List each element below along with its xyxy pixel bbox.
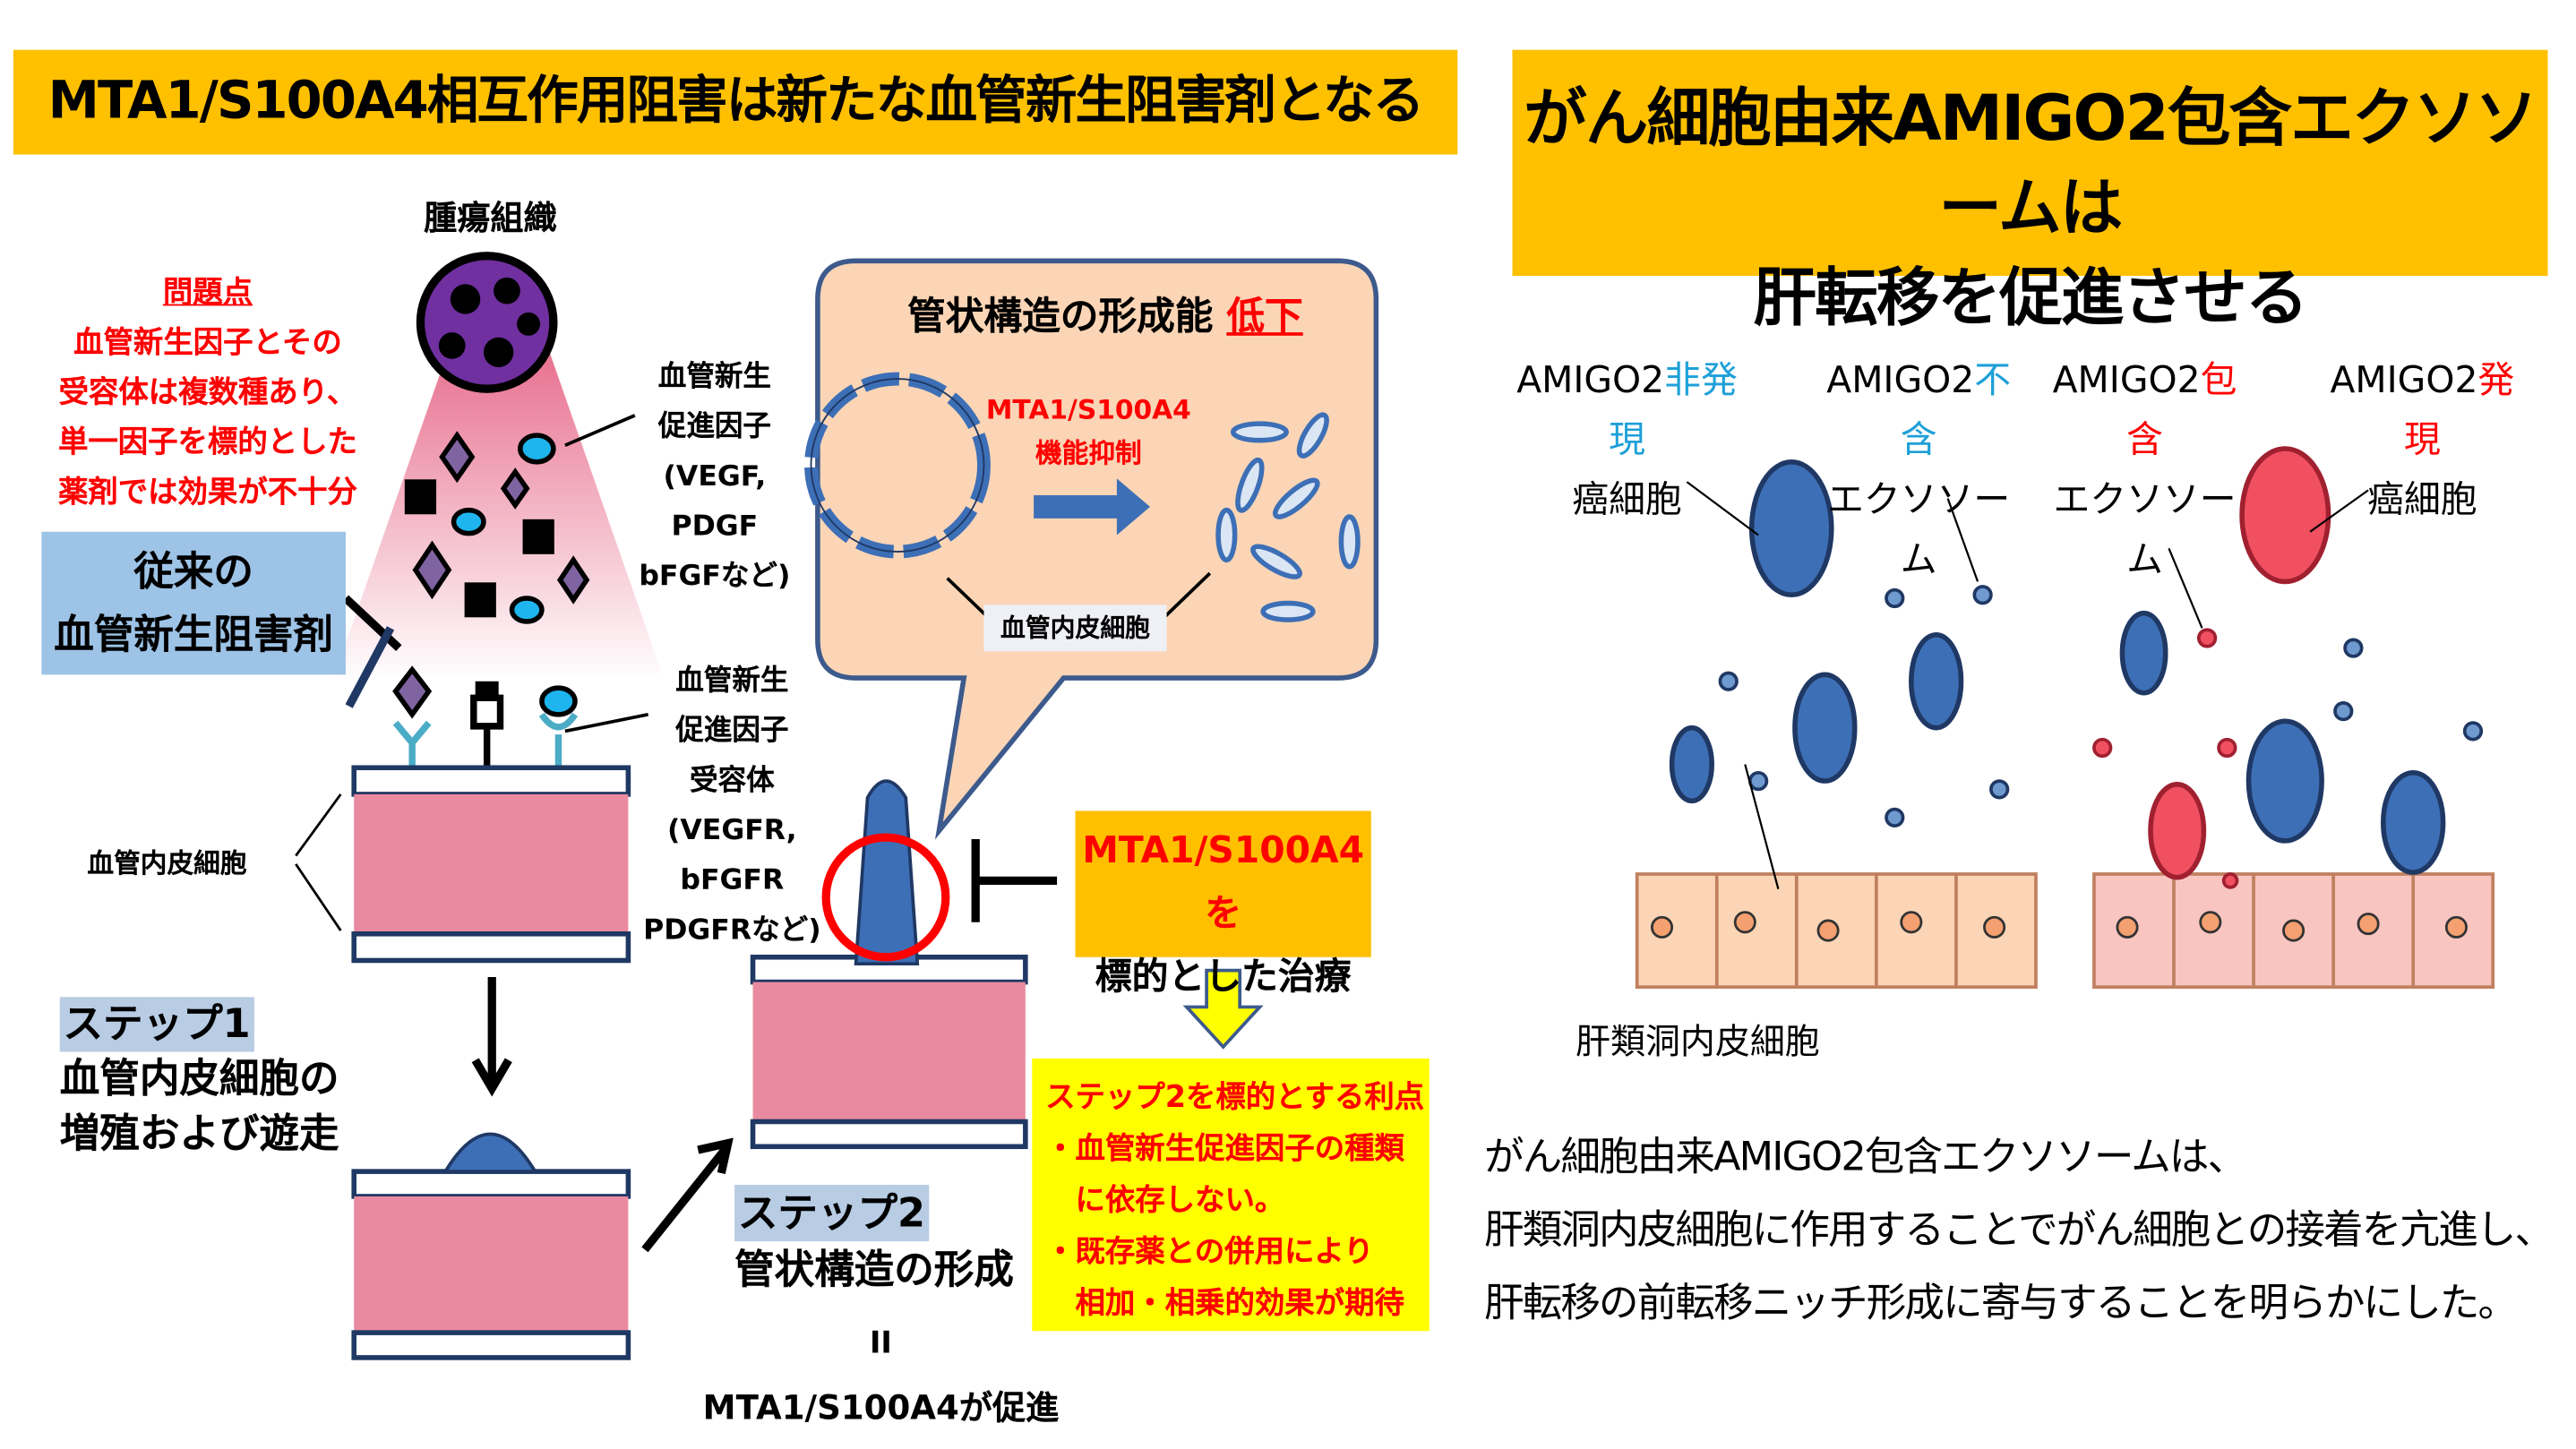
problem-line: 受容体は複数種あり、: [58, 375, 357, 411]
label-colored: 非発現: [1609, 360, 1738, 462]
step2-line: 管状構造の形成: [734, 1246, 1014, 1293]
blood-vessel-3: [750, 779, 1028, 1150]
advantage-heading: ステップ2を標的とする利点: [1045, 1080, 1425, 1116]
factor-line: 促進因子: [657, 410, 771, 444]
step1-tag: ステップ1: [59, 997, 254, 1052]
arrow-down-icon: [471, 977, 512, 1097]
summary-line: 肝類洞内皮細胞に作用することでがん細胞との接着を亢進し、: [1483, 1206, 2555, 1254]
receptor-icons: [392, 681, 579, 768]
receptor-line: 血管新生: [675, 664, 789, 699]
advantage-line: に依存しない。: [1045, 1183, 1285, 1219]
label-second: エクソソーム: [1827, 480, 2011, 582]
therapy-line: 標的とした治療: [1095, 956, 1352, 999]
label-colored: 発現: [2403, 360, 2515, 462]
growth-factor-icons: [404, 431, 590, 624]
label-prefix: AMIGO2: [2330, 360, 2478, 403]
equals-sign: II: [869, 1325, 892, 1361]
label-second: 癌細胞: [2367, 480, 2477, 522]
step1-line: 増殖および遊走: [59, 1110, 339, 1157]
sinusoid-label: 肝類洞内皮細胞: [1576, 1022, 1820, 1062]
step1-line: 血管内皮細胞の: [59, 1055, 339, 1102]
blue-cancer-cells: [1669, 459, 2446, 875]
scattered-cells-icon: [1215, 412, 1361, 622]
factor-line: 血管新生: [657, 360, 771, 394]
label-expressing-cell: AMIGO2発現 癌細胞: [2318, 352, 2526, 531]
yellow-down-arrow-icon: [1182, 968, 1264, 1050]
receptor-line: 受容体: [690, 764, 775, 798]
problem-box: 問題点 血管新生因子とその 受容体は複数種あり、 単一因子を標的とした 薬剤では…: [33, 270, 382, 519]
label-exosome-without: AMIGO2不含 エクソソーム: [1815, 352, 2022, 591]
label-second: 癌細胞: [1572, 480, 1682, 522]
factor-label: 血管新生 促進因子 (VEGF, PDGF bFGFなど): [623, 352, 806, 601]
problem-heading: 問題点: [162, 276, 253, 311]
receptor-line: 促進因子: [675, 714, 789, 748]
highlight-circle: [821, 833, 950, 962]
bubble-title: 管状構造の形成能 低下: [856, 293, 1355, 343]
label-prefix: AMIGO2: [1826, 360, 1975, 403]
label-exosome-with: AMIGO2包含 エクソソーム: [2041, 352, 2249, 591]
summary-line: がん細胞由来AMIGO2包含エクソソームは、: [1483, 1133, 2247, 1180]
problem-line: 単一因子を標的とした: [57, 425, 357, 460]
label-colored: 不含: [1900, 360, 2012, 462]
left-title: MTA1/S100A4相互作用阻害は新たな血管新生阻害剤となる: [13, 49, 1458, 155]
speech-bubble: [815, 258, 1379, 840]
inhibit-line: MTA1/S100A4: [985, 393, 1191, 426]
endothelial-label: 血管内皮細胞: [87, 847, 247, 879]
receptor-line: (VEGFR, bFGFR: [666, 814, 797, 897]
red-exosomes: [2092, 628, 2239, 889]
tumor-label: 腫瘍組織: [424, 197, 557, 238]
label-prefix: AMIGO2: [1516, 360, 1665, 403]
inhibition-icon: [971, 839, 1058, 922]
blood-vessel-2: [351, 1132, 631, 1360]
factor-line: (VEGF, PDGF: [663, 459, 767, 544]
step2-tag: ステップ2: [734, 1184, 929, 1242]
label-colored: 包含: [2126, 360, 2237, 462]
therapy-line: MTA1/S100A4を: [1082, 830, 1365, 936]
problem-line: 薬剤では効果が不十分: [57, 475, 357, 510]
right-title-line: がん細胞由来AMIGO2包含エクソソームは: [1524, 81, 2537, 244]
arrow-right-icon: [1034, 478, 1151, 536]
red-cancer-cells: [2148, 446, 2331, 880]
factor-line: bFGFなど): [639, 560, 791, 594]
summary-text: がん細胞由来AMIGO2包含エクソソームは、 肝類洞内皮細胞に作用することでがん…: [1484, 1120, 2576, 1340]
receptor-line: PDGFRなど): [643, 913, 821, 947]
step2-result: MTA1/S100A4が促進: [702, 1387, 1060, 1428]
right-title: がん細胞由来AMIGO2包含エクソソームは 肝転移を促進させる: [1512, 49, 2548, 334]
blue-exosomes: [1718, 585, 2484, 828]
bubble-title-text: 管状構造の形成能: [907, 296, 1214, 339]
bubble-title-red: 低下: [1226, 296, 1303, 339]
secretion-cone: [332, 348, 665, 682]
conventional-line: 従来の: [133, 548, 253, 596]
problem-line: 血管新生因子とその: [73, 325, 342, 361]
step2: ステップ2 管状構造の形成: [734, 1184, 1051, 1298]
receptor-label: 血管新生 促進因子 受容体 (VEGFR, bFGFR PDGFRなど): [628, 656, 836, 956]
step1: ステップ1 血管内皮細胞の 増殖および遊走: [59, 997, 339, 1162]
label-prefix: AMIGO2: [2052, 360, 2201, 403]
advantage-line: ・既存薬との併用により: [1045, 1234, 1374, 1270]
advantage-box: ステップ2を標的とする利点 ・血管新生促進因子の種類 に依存しない。 ・既存薬と…: [1032, 1058, 1430, 1332]
inhibit-line: 機能抑制: [1035, 436, 1142, 469]
label-non-expressing-cell: AMIGO2非発現 癌細胞: [1509, 352, 1745, 531]
right-title-line: 肝転移を促進させる: [1753, 261, 2309, 334]
blood-vessel-1: [351, 765, 631, 964]
advantage-line: 相加・相乗的効果が期待: [1045, 1286, 1404, 1322]
inhibit-label: MTA1/S100A4 機能抑制: [981, 389, 1197, 475]
advantage-line: ・血管新生促進因子の種類: [1045, 1131, 1404, 1167]
bubble-cell-label: 血管内皮細胞: [983, 604, 1167, 652]
conventional-inhibitor-box: 従来の 血管新生阻害剤: [41, 531, 346, 675]
arrow-up-right-icon: [641, 1137, 734, 1253]
label-second: エクソソーム: [2053, 480, 2237, 582]
conventional-line: 血管新生阻害剤: [54, 611, 334, 658]
summary-line: 肝転移の前転移ニッチ形成に寄与することを明らかにした。: [1483, 1279, 2518, 1326]
tumor-tissue-icon: [416, 252, 558, 393]
therapy-box: MTA1/S100A4を 標的とした治療: [1075, 810, 1371, 999]
inhibitor-line: [342, 595, 402, 652]
